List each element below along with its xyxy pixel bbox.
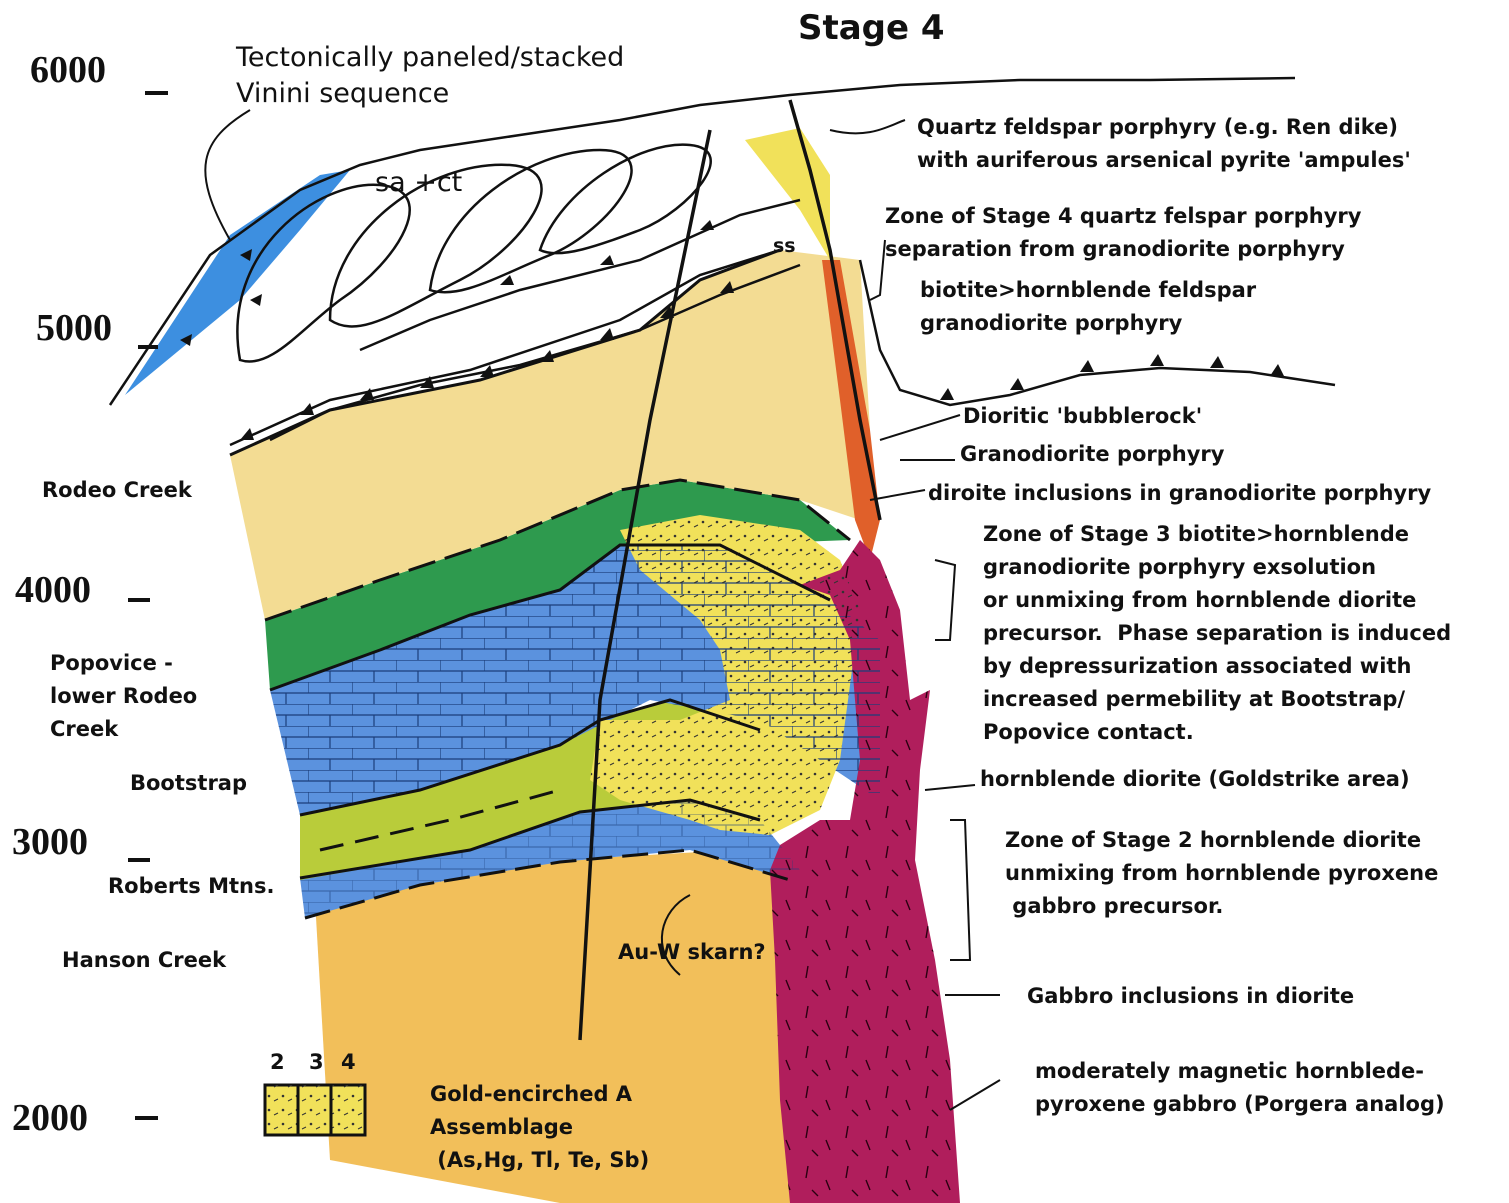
elevation-4000: 4000 <box>15 568 91 612</box>
gabbro-inclusions-label: Gabbro inclusions in diorite <box>1027 980 1354 1013</box>
hornblende-diorite-label: hornblende diorite (Goldstrike area) <box>980 763 1410 796</box>
qfp-label: Quartz feldspar porphyry (e.g. Ren dike)… <box>917 111 1411 177</box>
elevation-2000: 2000 <box>12 1096 88 1140</box>
vinini-label: Tectonically paneled/stacked Vinini sequ… <box>236 40 624 112</box>
elevation-6000: 6000 <box>30 48 106 92</box>
legend-label-4: 4 <box>341 1046 356 1079</box>
gold-assemblage-label: Gold-encirched A Assemblage (As,Hg, Tl, … <box>430 1078 649 1177</box>
elevation-3000: 3000 <box>12 820 88 864</box>
popovice-label: Popovice - lower Rodeo Creek <box>50 647 197 746</box>
legend-label-3: 3 <box>309 1046 324 1079</box>
au-w-skarn-label: Au-W skarn? <box>618 936 766 969</box>
legend-label-2: 2 <box>270 1046 285 1079</box>
diroite-inclusions-label: diroite inclusions in granodiorite porph… <box>928 477 1431 510</box>
stage2-zone-label: Zone of Stage 2 hornblende diorite unmix… <box>1005 824 1438 923</box>
vinini-blue-wedge <box>125 170 350 395</box>
hanson-creek-label: Hanson Creek <box>62 944 226 977</box>
granodiorite-label: Granodiorite porphyry <box>960 438 1224 471</box>
rodeo-creek-label: Rodeo Creek <box>42 474 192 507</box>
biotite-label: biotite>hornblende feldspar granodiorite… <box>920 274 1256 340</box>
sa-ct-label: sa +ct <box>375 165 462 201</box>
bootstrap-label: Bootstrap <box>130 767 247 800</box>
stage-legend-box <box>265 1085 365 1135</box>
diagram-title: Stage 4 <box>798 8 945 48</box>
stage3-zone-label: Zone of Stage 3 biotite>hornblende grano… <box>983 518 1451 749</box>
stage4-zone-label: Zone of Stage 4 quartz felspar porphyry … <box>885 200 1361 266</box>
ss-label: ss <box>773 230 796 263</box>
roberts-mtns-label: Roberts Mtns. <box>108 870 274 903</box>
gabbro-label: moderately magnetic hornblede- pyroxene … <box>1035 1055 1445 1121</box>
elevation-5000: 5000 <box>36 306 112 350</box>
bubblerock-label: Dioritic 'bubblerock' <box>963 400 1202 433</box>
